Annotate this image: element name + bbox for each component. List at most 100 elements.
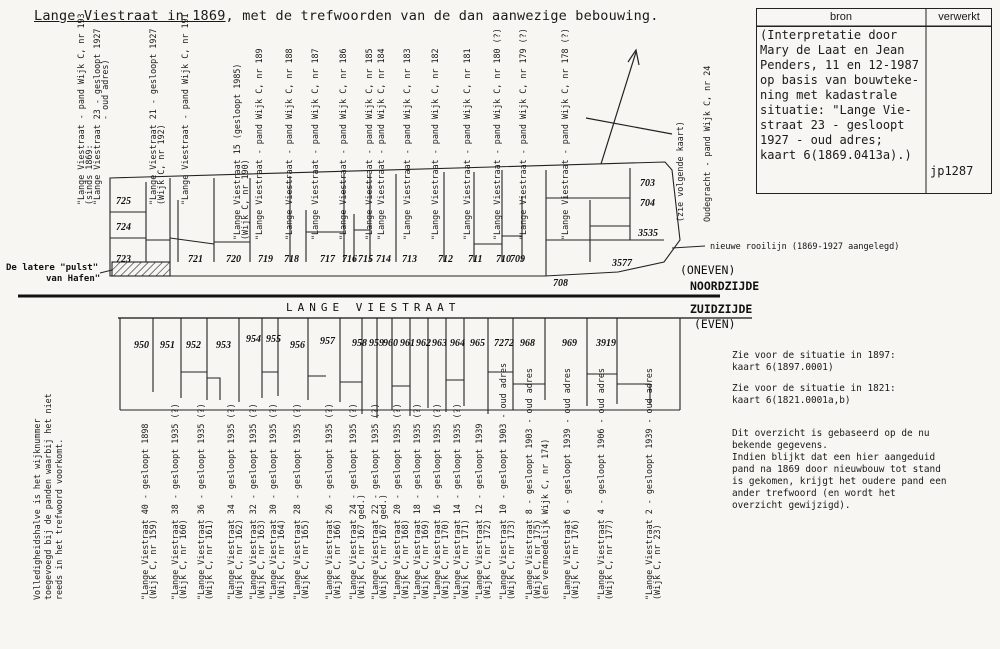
south-address-label: "Lange Viestraat 18 - gesloopt 1935 (?)	[412, 403, 422, 600]
south-address-label: (Wijk C, nr 175)	[532, 519, 542, 600]
completeness-note-line: toegevoegd bij de panden waarbij het nie…	[43, 393, 53, 600]
north-address-label: "Lange Viestraat - pand Wijk C, nr 193	[76, 13, 86, 205]
south-parcel-lines	[152, 318, 618, 418]
north-address-label: "Lange Viestraat - pand Wijk C, nr 178 (…	[560, 28, 570, 240]
rooilijn-label: nieuwe rooilijn (1869-1927 aangelegd)	[710, 242, 899, 252]
title-main: Lange Viestraat in 1869	[34, 8, 226, 24]
south-address-label: (Wijk C, nr 176)	[570, 519, 580, 600]
south-block-outline	[119, 318, 681, 411]
completeness-note-line: reeds in het trefwoord voorkomt.	[54, 439, 64, 600]
south-address-label: (Wijk C, nr 167 ged.)	[378, 494, 388, 600]
south-address-label: "Lange Viestraat 28 - gesloopt 1935 (?)	[292, 403, 302, 600]
north-parcel-number: 716	[342, 254, 357, 265]
pulst-label-2: van Hafen"	[46, 274, 100, 284]
completeness-note-line: Volledigheidshalve is het wijknummer	[32, 418, 42, 600]
north-inner-lines	[146, 197, 630, 245]
south-address-label: (Wijk C, nr 159)	[148, 519, 158, 600]
south-parcel-number: 950	[134, 340, 149, 351]
south-address-label: (Wijk C, nr 165)	[300, 519, 310, 600]
south-address-label: "Lange Viestraat 10 - gesloopt 1903 - ou…	[498, 363, 508, 600]
note-1897: Zie voor de situatie in 1897: kaart 6(18…	[732, 350, 896, 373]
south-address-label: (Wijk C, nr 162)	[234, 519, 244, 600]
south-address-label: (Wijk C, nr 177)	[604, 519, 614, 600]
north-parcel-number: 720	[226, 254, 241, 265]
south-address-label: (en vermoedelijk Wijk C, nr 174)	[540, 439, 550, 600]
south-address-label: "Lange Viestraat 16 - gesloopt 1935 (?)	[432, 403, 442, 600]
south-address-label: (Wijk C, nr 170)	[440, 519, 450, 600]
north-parcel-number: 712	[438, 254, 453, 265]
south-parcel-number: 3919	[595, 338, 616, 349]
south-side-even: (EVEN)	[694, 317, 736, 331]
south-parcel-number: 952	[186, 340, 201, 351]
north-parcel-number: 724	[116, 222, 131, 233]
north-parcel-number: 718	[284, 254, 299, 265]
south-side-label: ZUIDZIJDE	[690, 302, 752, 316]
north-parcel-number: 3535	[637, 228, 658, 239]
source-table: bron verwerkt (Interpretatie door Mary d…	[756, 8, 992, 194]
south-block	[119, 318, 681, 418]
bron-text: (Interpretatie door Mary de Laat en Jean…	[760, 28, 919, 162]
south-address-label: "Lange Viestraat 8 - gesloopt 1903 - oud…	[524, 368, 534, 600]
south-address-label: "Lange Viestraat 14 - gesloopt 1935 (?)	[452, 403, 462, 600]
north-side-label: NOORDZIJDE	[690, 279, 759, 293]
north-address-label: "Lange Viestraat - pand Wijk C, nr 191	[180, 13, 190, 205]
north-address-label: "Lange Viestraat - pand Wijk C, nr 185	[364, 48, 374, 240]
south-address-label: (Wijk C, nr 160)	[178, 519, 188, 600]
south-address-label: (Wijk C, nr 173)	[506, 519, 516, 600]
south-parcel-number: 957	[320, 336, 336, 347]
south-address-label: (Wijk C, nr 167 ged.)	[356, 494, 366, 600]
north-address-label: "Lange Viestraat - pand Wijk C, nr 180 (…	[492, 28, 502, 240]
north-arrow-crossbar	[585, 117, 673, 135]
south-inner-lines	[181, 371, 651, 404]
north-address-label: - oud adres)	[100, 59, 110, 120]
oudegracht-label: Oudegracht - pand Wijk C, nr 24	[702, 66, 712, 222]
south-address-label: (Wijk C, nr 161)	[204, 519, 214, 600]
south-address-label: (Wijk C, nr 171)	[460, 519, 470, 600]
north-parcel-number: 708	[553, 278, 568, 289]
south-parcel-number: 968	[520, 338, 535, 349]
north-address-label: "Lange Viestraat - pand Wijk C, nr 179 (…	[518, 28, 528, 240]
col-verwerkt-header: verwerkt	[926, 8, 992, 27]
south-address-labels: "Lange Viestraat 40 - gesloopt 1898(Wijk…	[140, 363, 662, 600]
north-address-labels: "Lange Viestraat - pand Wijk C, nr 193(s…	[76, 13, 570, 240]
south-parcel-number: 959	[369, 338, 384, 349]
south-address-label: "Lange Viestraat 34 - gesloopt 1935 (?)	[226, 403, 236, 600]
south-parcel-number: 961	[400, 338, 415, 349]
north-address-label: "Lange Viestraat - pand Wijk C, nr 181	[462, 48, 472, 240]
south-address-label: "Lange Viestraat 30 - gesloopt 1935 (?)	[268, 403, 278, 600]
north-arrow	[585, 48, 673, 165]
north-address-label: "Lange Viestraat 15 (gesloopt 1985)	[232, 64, 242, 240]
south-address-label: "Lange Viestraat 4 - gesloopt 1906 - oud…	[596, 368, 606, 600]
volgende-kaart-label: (zie volgende kaart)	[675, 121, 685, 222]
south-parcel-number: 969	[562, 338, 577, 349]
north-address-label: (sinds 1869:	[84, 144, 94, 205]
note-1821: Zie voor de situatie in 1821: kaart 6(18…	[732, 383, 896, 406]
north-address-label: "Lange Viestraat - pand Wijk C, nr 183	[402, 48, 412, 240]
north-parcel-number: 711	[468, 254, 482, 265]
south-parcel-number: 954	[246, 334, 261, 345]
note-overzicht: Dit overzicht is gebaseerd op de nu beke…	[732, 428, 947, 511]
south-address-label: "Lange Viestraat 6 - gesloopt 1939 - oud…	[562, 368, 572, 600]
south-parcel-number: 965	[470, 338, 485, 349]
south-address-label: (Wijk C, nr 164)	[276, 519, 286, 600]
north-address-label: "Lange Viestraat - pand Wijk C, nr 189	[254, 48, 264, 240]
south-address-label: "Lange Viestraat 26 - gesloopt 1935 (?)	[324, 403, 334, 600]
north-arrow-line	[600, 51, 637, 165]
north-address-label: (Wijk C, nr 192)	[156, 124, 166, 205]
south-parcel-number: 964	[450, 338, 465, 349]
south-address-label: (Wijk C, nr 168)	[400, 519, 410, 600]
north-parcel-number: 713	[402, 254, 417, 265]
south-address-label: "Lange Viestraat 2 - gesloopt 1939 - oud…	[644, 368, 654, 600]
north-address-label: "Lange Viestraat - pand Wijk C, nr 186	[338, 48, 348, 240]
south-parcel-number: 956	[290, 340, 305, 351]
south-address-label: (Wijk C, nr 166)	[332, 519, 342, 600]
north-parcel-lines	[110, 168, 664, 276]
north-parcel-number: 703	[640, 178, 655, 189]
south-address-label: "Lange Viestraat 38 - gesloopt 1935 (?)	[170, 403, 180, 600]
south-parcel-number: 958	[352, 338, 367, 349]
north-parcel-number: 717	[320, 254, 336, 265]
south-parcel-number: 7272	[494, 338, 514, 349]
